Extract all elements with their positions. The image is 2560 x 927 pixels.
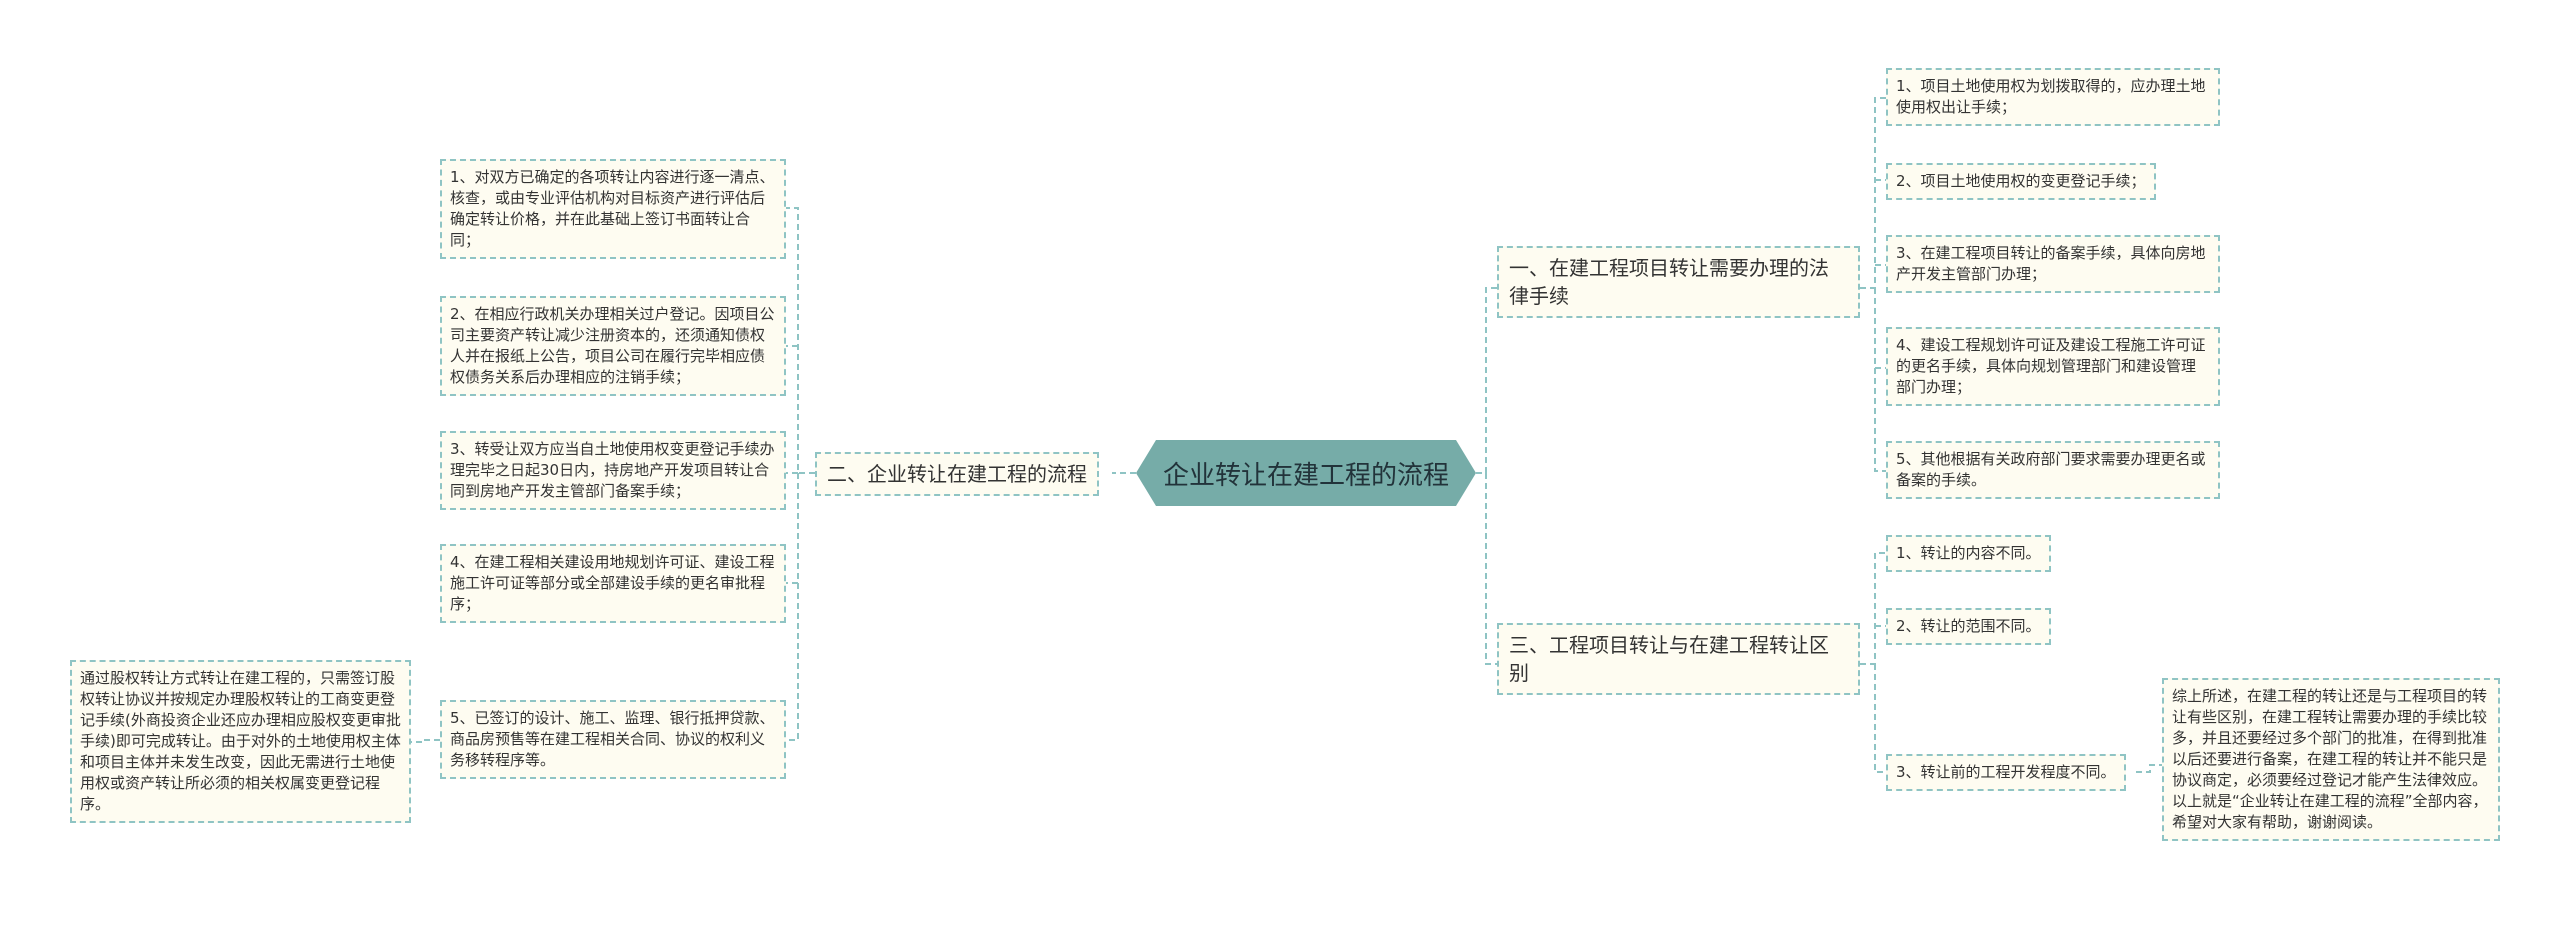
note-equity-transfer[interactable]: 通过股权转让方式转让在建工程的，只需签订股权转让协议并按规定办理股权转让的工商变… xyxy=(70,660,411,823)
leaf-right1-1[interactable]: 1、项目土地使用权为划拨取得的，应办理土地使用权出让手续； xyxy=(1886,68,2220,126)
leaf-text: 3、转让前的工程开发程度不同。 xyxy=(1896,763,2116,781)
leaf-left-2[interactable]: 2、在相应行政机关办理相关过户登记。因项目公司主要资产转让减少注册资本的，还须通… xyxy=(440,296,786,396)
leaf-right3-2[interactable]: 2、转让的范围不同。 xyxy=(1886,608,2051,645)
leaf-left-5[interactable]: 5、已签订的设计、施工、监理、银行抵押贷款、商品房预售等在建工程相关合同、协议的… xyxy=(440,700,786,779)
leaf-left-4[interactable]: 4、在建工程相关建设用地规划许可证、建设工程施工许可证等部分或全部建设手续的更名… xyxy=(440,544,786,623)
leaf-text: 3、转受让双方应当自土地使用权变更登记手续办理完毕之日起30日内，持房地产开发项… xyxy=(450,440,775,500)
leaf-text: 1、对双方已确定的各项转让内容进行逐一清点、核查，或由专业评估机构对目标资产进行… xyxy=(450,168,775,249)
note-summary[interactable]: 综上所述，在建工程的转让还是与工程项目的转让有些区别，在建工程转让需要办理的手续… xyxy=(2162,678,2500,841)
leaf-text: 3、在建工程项目转让的备案手续，具体向房地产开发主管部门办理； xyxy=(1896,244,2206,283)
branch-legal-procedures[interactable]: 一、在建工程项目转让需要办理的法律手续 xyxy=(1497,246,1860,318)
leaf-text: 5、已签订的设计、施工、监理、银行抵押贷款、商品房预售等在建工程相关合同、协议的… xyxy=(450,709,775,769)
branch-label: 二、企业转让在建工程的流程 xyxy=(827,462,1087,486)
leaf-text: 2、转让的范围不同。 xyxy=(1896,617,2041,635)
note-text: 综上所述，在建工程的转让还是与工程项目的转让有些区别，在建工程转让需要办理的手续… xyxy=(2172,687,2488,831)
leaf-right3-3[interactable]: 3、转让前的工程开发程度不同。 xyxy=(1886,754,2126,791)
leaf-right1-5[interactable]: 5、其他根据有关政府部门要求需要办理更名或备案的手续。 xyxy=(1886,441,2220,499)
leaf-text: 5、其他根据有关政府部门要求需要办理更名或备案的手续。 xyxy=(1896,450,2206,489)
leaf-text: 1、转让的内容不同。 xyxy=(1896,544,2041,562)
leaf-right3-1[interactable]: 1、转让的内容不同。 xyxy=(1886,535,2051,572)
root-topic[interactable]: 企业转让在建工程的流程 xyxy=(1136,440,1476,506)
leaf-left-1[interactable]: 1、对双方已确定的各项转让内容进行逐一清点、核查，或由专业评估机构对目标资产进行… xyxy=(440,159,786,259)
leaf-text: 2、在相应行政机关办理相关过户登记。因项目公司主要资产转让减少注册资本的，还须通… xyxy=(450,305,775,386)
leaf-right1-3[interactable]: 3、在建工程项目转让的备案手续，具体向房地产开发主管部门办理； xyxy=(1886,235,2220,293)
branch-difference[interactable]: 三、工程项目转让与在建工程转让区别 xyxy=(1497,623,1860,695)
leaf-left-3[interactable]: 3、转受让双方应当自土地使用权变更登记手续办理完毕之日起30日内，持房地产开发项… xyxy=(440,431,786,510)
leaf-right1-2[interactable]: 2、项目土地使用权的变更登记手续； xyxy=(1886,163,2156,200)
branch-label: 一、在建工程项目转让需要办理的法律手续 xyxy=(1509,256,1829,308)
leaf-text: 1、项目土地使用权为划拨取得的，应办理土地使用权出让手续； xyxy=(1896,77,2206,116)
leaf-text: 2、项目土地使用权的变更登记手续； xyxy=(1896,172,2146,190)
branch-label: 三、工程项目转让与在建工程转让区别 xyxy=(1509,633,1829,685)
leaf-text: 4、建设工程规划许可证及建设工程施工许可证的更名手续，具体向规划管理部门和建设管… xyxy=(1896,336,2206,396)
leaf-right1-4[interactable]: 4、建设工程规划许可证及建设工程施工许可证的更名手续，具体向规划管理部门和建设管… xyxy=(1886,327,2220,406)
leaf-text: 4、在建工程相关建设用地规划许可证、建设工程施工许可证等部分或全部建设手续的更名… xyxy=(450,553,775,613)
branch-transfer-process[interactable]: 二、企业转让在建工程的流程 xyxy=(815,452,1099,496)
root-topic-label: 企业转让在建工程的流程 xyxy=(1162,460,1449,491)
note-text: 通过股权转让方式转让在建工程的，只需签订股权转让协议并按规定办理股权转让的工商变… xyxy=(80,669,401,813)
